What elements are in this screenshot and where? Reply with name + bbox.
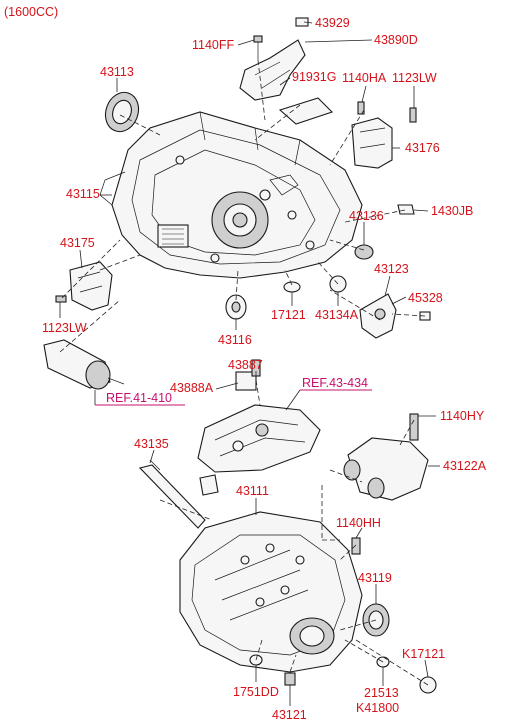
clutch-housing-drawing bbox=[99, 111, 363, 279]
transmission-case-drawing bbox=[179, 511, 363, 673]
part-label-43122a[interactable]: 43122A bbox=[443, 459, 487, 473]
part-label-43175[interactable]: 43175 bbox=[60, 236, 95, 250]
leader-lines bbox=[59, 21, 440, 706]
part-label-1751dd[interactable]: 1751DD bbox=[233, 685, 279, 699]
part-label-1140hh[interactable]: 1140HH bbox=[336, 516, 381, 530]
part-label-43111[interactable]: 43111 bbox=[236, 484, 269, 498]
shift-lever-bracket-drawing bbox=[239, 17, 309, 101]
part-label-43929[interactable]: 43929 bbox=[315, 16, 350, 30]
part-label-43121[interactable]: 43121 bbox=[272, 708, 307, 722]
part-label-43887[interactable]: 43887 bbox=[228, 358, 263, 372]
part-label-43134a[interactable]: 43134A bbox=[315, 308, 359, 322]
part-label-1140hy[interactable]: 1140HY bbox=[440, 409, 485, 423]
part-label-43123[interactable]: 43123 bbox=[374, 262, 409, 276]
part-label-1430jb[interactable]: 1430JB bbox=[431, 204, 473, 218]
plug-43121-drawing bbox=[284, 672, 296, 686]
washer-43136-drawing bbox=[354, 244, 374, 260]
assembly-dash-lines bbox=[59, 59, 429, 686]
part-label-43116[interactable]: 43116 bbox=[218, 333, 252, 347]
part-label-43113[interactable]: 43113 bbox=[100, 65, 134, 79]
part-label-1123lw-top[interactable]: 1123LW bbox=[392, 71, 437, 85]
plate-43123-drawing bbox=[359, 293, 431, 339]
shift-rod-43135-drawing bbox=[138, 459, 206, 529]
part-label-43135[interactable]: 43135 bbox=[134, 437, 169, 451]
shift-control-assembly-drawing bbox=[197, 359, 321, 496]
part-label-21513[interactable]: 21513 bbox=[364, 686, 399, 700]
reference-41-410[interactable]: REF.41-410 bbox=[94, 390, 185, 406]
reference-43-434-label[interactable]: REF.43-434 bbox=[302, 376, 368, 390]
part-label-k41800[interactable]: K41800 bbox=[356, 701, 399, 715]
part-label-k17121[interactable]: K17121 bbox=[402, 647, 445, 661]
part-label-17121[interactable]: 17121 bbox=[271, 308, 306, 322]
part-label-43136[interactable]: 43136 bbox=[349, 209, 384, 223]
part-label-45328[interactable]: 45328 bbox=[408, 291, 443, 305]
engine-variant-label: (1600CC) bbox=[4, 5, 58, 19]
pin-1430jb-drawing bbox=[397, 204, 415, 215]
bracket-43176-drawing bbox=[351, 101, 417, 169]
part-label-43176[interactable]: 43176 bbox=[405, 141, 440, 155]
part-label-43119[interactable]: 43119 bbox=[358, 571, 392, 585]
reference-43-434[interactable]: REF.43-434 bbox=[285, 376, 372, 411]
part-label-43888a[interactable]: 43888A bbox=[170, 381, 214, 395]
part-label-1123lw-left[interactable]: 1123LW bbox=[42, 321, 87, 335]
bracket-91931g-drawing bbox=[278, 97, 334, 125]
reference-41-410-label[interactable]: REF.41-410 bbox=[106, 391, 172, 405]
mount-bracket-43122a-drawing bbox=[343, 413, 429, 501]
bracket-43175-drawing bbox=[55, 261, 113, 311]
part-label-43890d[interactable]: 43890D bbox=[374, 33, 418, 47]
part-labels: 43929 43890D 1140FF 43113 91931G 1140HA … bbox=[42, 16, 487, 722]
part-label-91931g[interactable]: 91931G bbox=[292, 70, 336, 84]
oil-seal-43113-drawing bbox=[104, 91, 140, 133]
plug-17121-drawing bbox=[283, 281, 301, 293]
part-label-43115[interactable]: 43115 bbox=[66, 187, 100, 201]
slave-cylinder-drawing bbox=[43, 339, 125, 390]
part-label-1140ff[interactable]: 1140FF bbox=[192, 38, 235, 52]
bolt-1140hh-drawing bbox=[351, 537, 361, 555]
part-label-1140ha[interactable]: 1140HA bbox=[342, 71, 387, 85]
